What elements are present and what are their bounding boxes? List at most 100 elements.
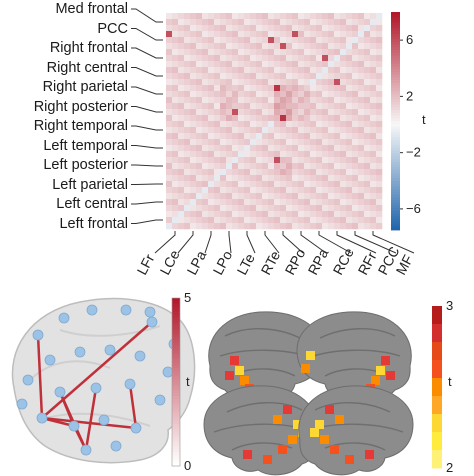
heatmap-cell [226,43,233,50]
colorbar-segment [172,435,180,439]
heatmap-cell [358,199,365,206]
heatmap-cell [340,55,347,62]
heatmap-cell [316,109,323,116]
colorbar-segment [172,390,180,394]
heatmap-cell [340,187,347,194]
heatmap-cell [358,91,365,98]
heatmap-cell [166,97,173,104]
heatmap-cell [322,133,329,140]
heatmap-cell [376,25,383,32]
heatmap-cell [316,145,323,152]
colorbar-tick-label: −6 [406,201,421,216]
heatmap-cell [328,79,335,86]
heatmap-cell [346,121,353,128]
heatmap-cell [184,127,191,134]
heatmap-cell [304,205,311,212]
network-edge [128,383,138,429]
col-label-connector [300,231,327,254]
heatmap-cell [244,73,251,80]
heatmap-cell [166,139,173,146]
heatmap-cell [256,13,263,20]
heatmap-cell [274,109,281,116]
heatmap-cell [370,31,377,38]
heatmap-cell [364,205,371,212]
heatmap-cell [346,43,353,50]
heatmap-cell [334,73,341,80]
heatmap-cell [352,19,359,26]
row-label-connector [131,145,163,149]
heatmap-cell [226,19,233,26]
heatmap-cell [196,61,203,68]
heatmap-cell [190,151,197,158]
heatmap-cell [346,97,353,104]
activation-patch [263,455,272,464]
heatmap-cell [304,19,311,26]
heatmap-cell [328,31,335,38]
heatmap-cell [280,73,287,80]
heatmap-cell [334,67,341,74]
heatmap-cell [352,175,359,182]
heatmap-cell [310,97,317,104]
heatmap-cell [256,217,263,224]
heatmap-cell [232,175,239,182]
heatmap-cell [268,127,275,134]
heatmap-cell [346,73,353,80]
heatmap-cell [292,151,299,158]
heatmap-cell [238,37,245,44]
colorbar-segment [391,200,400,204]
heatmap-cell [184,193,191,200]
heatmap-cell [334,157,341,164]
heatmap-cell [376,19,383,26]
col-label-connector [154,231,176,254]
heatmap-cell [340,133,347,140]
heatmap-cell [322,67,329,74]
heatmap-cell [256,31,263,38]
colorbar-segment [391,55,400,59]
heatmap-cell [334,79,341,86]
heatmap-cell [358,85,365,92]
heatmap-cell [328,25,335,32]
colorbar-segment [391,129,400,133]
heatmap-cell [262,145,269,152]
heatmap-cell [370,127,377,134]
heatmap-cell [244,67,251,74]
network-edge [36,334,44,419]
heatmap-cell [334,31,341,38]
heatmap-cell [280,55,287,62]
heatmap-cell [334,55,341,62]
heatmap-cell [226,205,233,212]
heatmap-cell [172,151,179,158]
heatmap-cell [286,163,293,170]
heatmap-cell [244,181,251,188]
heatmap-cell [238,79,245,86]
heatmap-cell [178,19,185,26]
colorbar-segment [391,202,400,206]
heatmap-cell [268,31,275,38]
heatmap-cell [364,163,371,170]
heatmap-cell [328,181,335,188]
heatmap-cell [280,187,287,194]
colorbar-segment [391,85,400,89]
heatmap-cell [316,163,323,170]
heatmap-cell [214,31,221,38]
colorbar-segment [391,221,400,225]
heatmap-cell [328,205,335,212]
colorbar-segment [391,167,400,171]
heatmap-cell [328,217,335,224]
heatmap-cell [202,163,209,170]
heatmap-cell [286,109,293,116]
heatmap-cell [358,223,365,230]
heatmap-cell [232,109,239,116]
heatmap-cell [220,205,227,212]
heatmap-cell [238,139,245,146]
heatmap-cell [244,175,251,182]
heatmap-cell [340,181,347,188]
heatmap-cell [346,13,353,20]
heatmap-cell [304,67,311,74]
heatmap-cell [310,163,317,170]
heatmap-cell [250,157,257,164]
heatmap-cell [286,37,293,44]
heatmap-cell [220,67,227,74]
colorbar-segment [172,426,180,430]
heatmap-cell [244,217,251,224]
